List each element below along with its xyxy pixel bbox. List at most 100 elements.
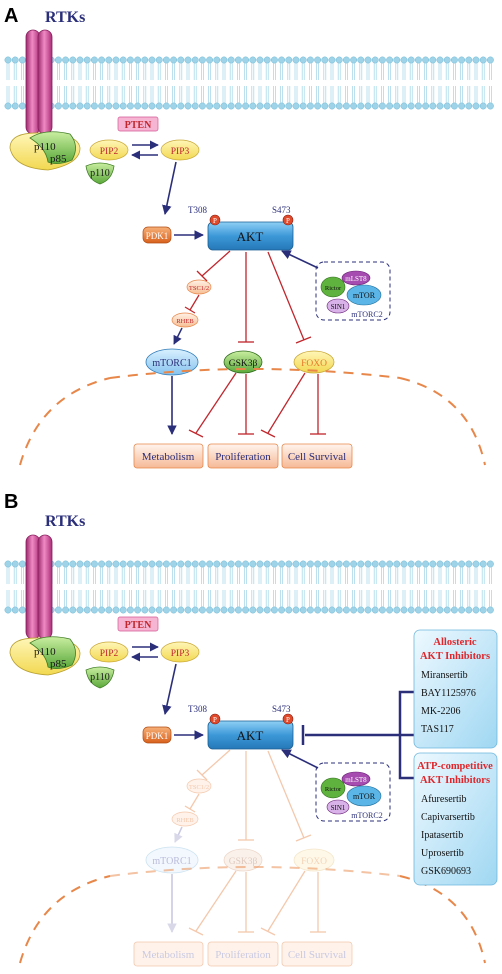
allosteric-drug: MK-2206 bbox=[421, 706, 460, 717]
pip2-oval-b bbox=[89, 641, 129, 663]
sin1-shape bbox=[326, 298, 350, 314]
metabolism-label-b: Metabolism bbox=[142, 949, 195, 961]
allosteric-inhibitor-box bbox=[413, 629, 498, 749]
mtorc2-label: mTORC2 bbox=[351, 310, 382, 319]
pten-box bbox=[117, 116, 159, 132]
cell-membrane bbox=[4, 56, 494, 110]
atp-competitive-inhibitor-box bbox=[413, 752, 498, 886]
gsk3b-label-b: GSK3β bbox=[229, 857, 258, 867]
pip2-label-b: PIP2 bbox=[100, 649, 119, 659]
allosteric-title-1: Allosteric bbox=[433, 637, 476, 648]
cell-survival-box-b bbox=[281, 941, 353, 967]
sin1-label: SIN1 bbox=[331, 303, 346, 311]
gsk3b-oval-b bbox=[223, 848, 263, 872]
atp-drug: GSK690693 bbox=[421, 866, 471, 877]
rictor-shape bbox=[320, 276, 346, 298]
panel-b-letter: B bbox=[4, 491, 18, 513]
foxo-label: FOXO bbox=[301, 359, 327, 369]
mtorc2-boundary bbox=[315, 261, 391, 321]
panel-a-letter: A bbox=[4, 5, 18, 27]
rheb-to-mtorc1-arrow bbox=[173, 327, 183, 345]
pdk1-box-b bbox=[142, 726, 172, 744]
metabolism-box-b bbox=[133, 941, 204, 967]
atp-drug: Ipatasertib bbox=[421, 830, 463, 841]
mtorc2-to-akt-arrow bbox=[281, 250, 319, 269]
t308-label: T308 bbox=[188, 205, 207, 215]
rictor-label-b: Rictor bbox=[325, 786, 342, 793]
foxo-oval bbox=[293, 350, 335, 374]
rtk-receptor bbox=[25, 29, 53, 135]
panel-b: B RTKs p110 p85 PTEN PIP2 PIP3 p110 PDK1… bbox=[4, 491, 498, 967]
akt-label: AKT bbox=[237, 229, 264, 244]
mtorc2-label-b: mTORC2 bbox=[351, 811, 382, 820]
rtk-receptor-b bbox=[25, 534, 53, 640]
pip3-oval-b bbox=[160, 641, 200, 663]
allosteric-drug: Miransertib bbox=[421, 670, 468, 681]
tsc-oval bbox=[186, 279, 212, 295]
p110-free-label-b: p110 bbox=[90, 672, 110, 683]
atp-title-2: AKT Inhibitors bbox=[420, 775, 490, 786]
proliferation-label-b: Proliferation bbox=[215, 949, 271, 961]
atp-drug: Afuresertib bbox=[421, 794, 467, 805]
rheb-label-b: RHEB bbox=[176, 817, 194, 824]
p85-label-b: p85 bbox=[50, 658, 67, 670]
metabolism-box bbox=[133, 443, 204, 469]
t308-label-b: T308 bbox=[188, 704, 207, 714]
tsc-label-b: TSC1/2 bbox=[189, 784, 209, 791]
rheb-oval bbox=[171, 312, 199, 328]
phospho-t308-label: P bbox=[213, 217, 217, 225]
foxo-oval-b bbox=[293, 848, 335, 872]
phospho-s473-label: P bbox=[286, 217, 290, 225]
pip2-oval bbox=[89, 139, 129, 161]
akt-inhibits-foxo-line bbox=[267, 251, 305, 341]
panel-a: A RTKs p110 p85 PTEN PIP2 PIP3 p110 bbox=[4, 5, 494, 469]
pip2-label: PIP2 bbox=[100, 147, 119, 157]
akt-label-b: AKT bbox=[237, 728, 264, 743]
mtor-label-b: mTOR bbox=[353, 792, 376, 801]
rictor-label: Rictor bbox=[325, 285, 342, 292]
pip3-to-pdk1-arrow bbox=[162, 161, 177, 215]
pip3-label: PIP3 bbox=[171, 147, 190, 157]
proliferation-box bbox=[207, 443, 279, 469]
gsk3b-oval bbox=[223, 350, 263, 374]
metabolism-label: Metabolism bbox=[142, 451, 195, 463]
atp-drug: Capivarsertib bbox=[421, 812, 475, 823]
p85-label: p85 bbox=[50, 153, 67, 165]
foxo-label-b: FOXO bbox=[301, 857, 327, 867]
pi3k-complex: p110 p85 bbox=[9, 131, 81, 171]
atp-title-1: ATP-competitive bbox=[417, 761, 493, 772]
s473-label-b: S473 bbox=[272, 704, 291, 714]
pip3-oval bbox=[160, 139, 200, 161]
mlst8-shape-b bbox=[341, 771, 371, 787]
pdk1-label-b: PDK1 bbox=[146, 731, 169, 741]
pten-box-b bbox=[117, 616, 159, 632]
faded-downstream: TSC1/2 RHEB mTORC1 GSK3β FOXO bbox=[133, 749, 353, 967]
mtorc1-oval bbox=[145, 348, 199, 376]
pdk1-label: PDK1 bbox=[146, 231, 169, 241]
mlst8-label: mLST8 bbox=[345, 275, 367, 283]
rictor-shape-b bbox=[320, 777, 346, 799]
mtorc1-oval-b bbox=[145, 846, 199, 874]
nucleus-membrane bbox=[19, 377, 486, 466]
sin1-shape-b bbox=[326, 799, 350, 815]
phospho-t308-icon bbox=[209, 214, 221, 226]
pip3-label-b: PIP3 bbox=[171, 649, 190, 659]
proliferation-label: Proliferation bbox=[215, 451, 271, 463]
pten-label: PTEN bbox=[125, 120, 152, 131]
allosteric-title-2: AKT Inhibitors bbox=[420, 651, 490, 662]
cell-membrane-b bbox=[4, 560, 494, 614]
tsc-inhibits-rheb-line bbox=[189, 294, 200, 311]
cell-survival-label-b: Cell Survival bbox=[288, 949, 346, 961]
proliferation-box-b bbox=[207, 941, 279, 967]
atp-drug: Uprosertib bbox=[421, 848, 464, 859]
phospho-t308-label-b: P bbox=[213, 716, 217, 724]
gsk3b-label: GSK3β bbox=[229, 359, 258, 369]
mtor-label: mTOR bbox=[353, 291, 376, 300]
nucleus-membrane-b bbox=[19, 875, 486, 964]
akt-box bbox=[207, 221, 294, 251]
allosteric-drug: BAY1125976 bbox=[421, 688, 476, 699]
mtor-shape bbox=[346, 284, 382, 306]
mlst8-shape bbox=[341, 270, 371, 286]
gsk3b-inhibits-metabolism-line bbox=[195, 372, 237, 434]
p110-free-shape bbox=[85, 162, 115, 185]
